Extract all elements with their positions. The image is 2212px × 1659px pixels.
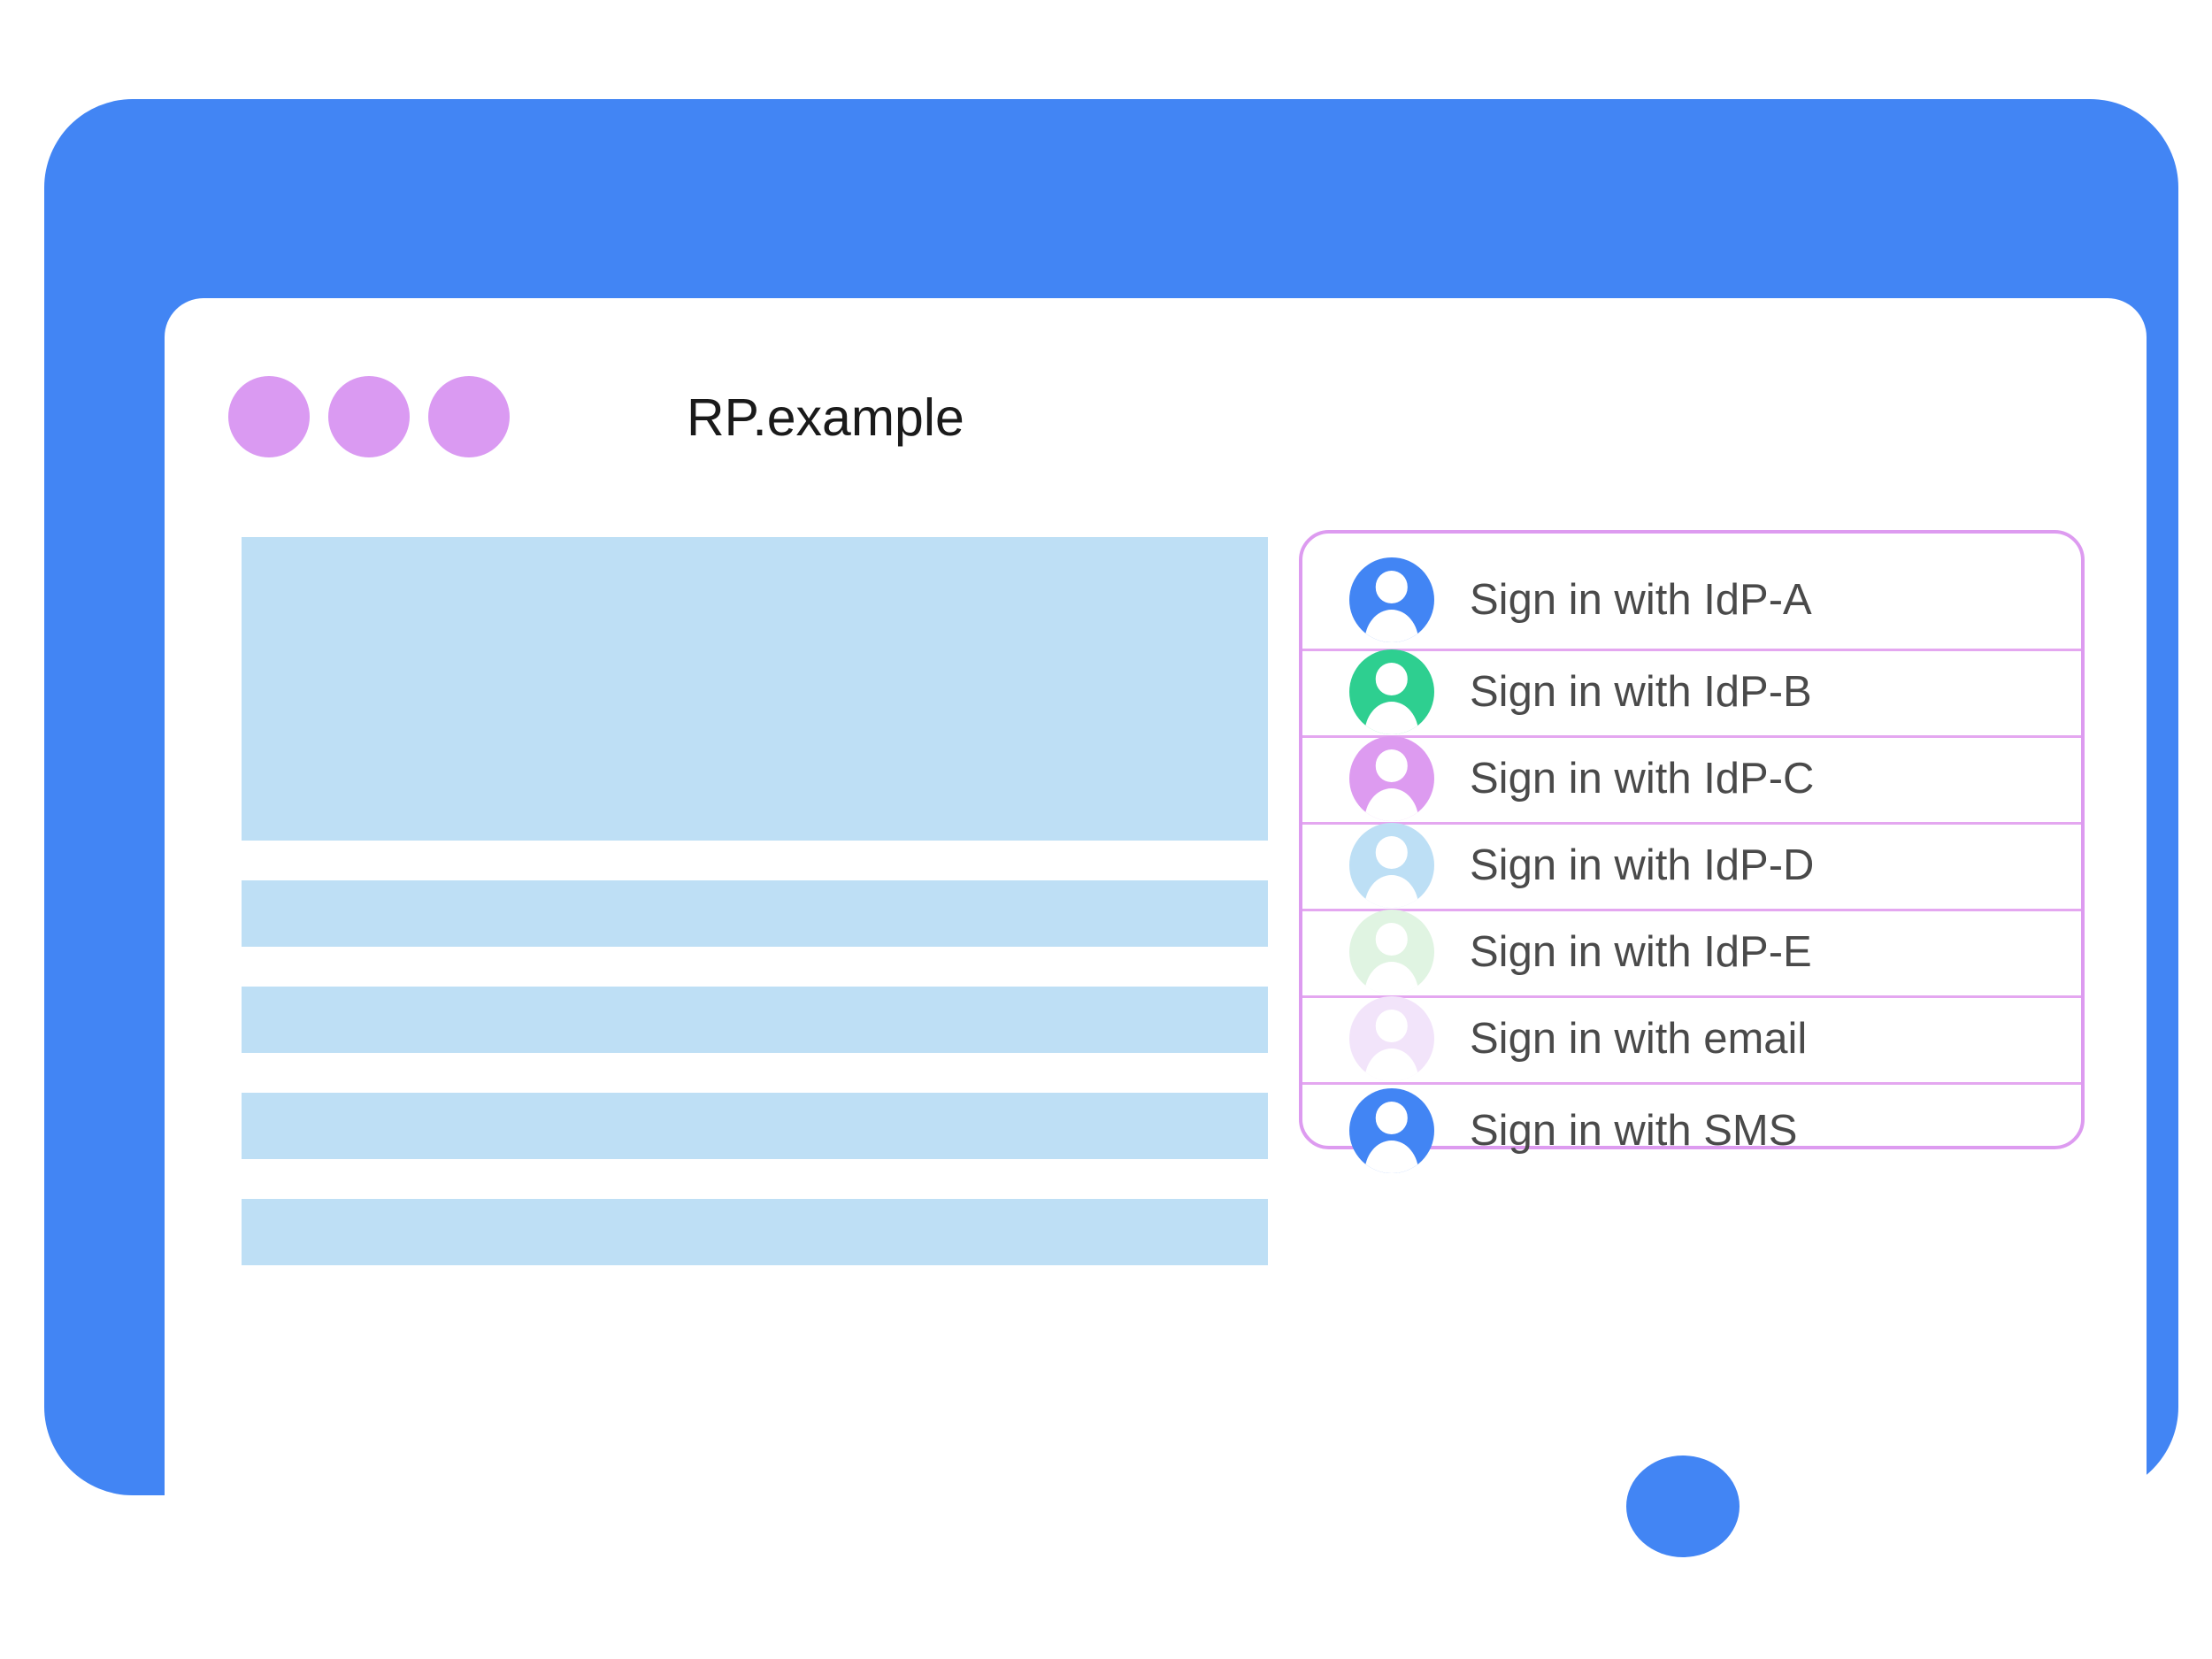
idp-option-email[interactable]: Sign in with email — [1302, 995, 2081, 1082]
page-title: RP.example — [687, 388, 964, 447]
idp-option-label: Sign in with IdP-E — [1470, 927, 1812, 976]
text-line-placeholder-3 — [242, 1093, 1268, 1159]
idp-option-label: Sign in with SMS — [1470, 1106, 1798, 1155]
account-avatar-icon — [1349, 996, 1434, 1081]
frame-bottom-gap-right — [1818, 1446, 1854, 1561]
window-dot-2[interactable] — [328, 376, 410, 457]
text-line-placeholder-2 — [242, 987, 1268, 1053]
hero-placeholder — [242, 537, 1268, 841]
window-dot-1[interactable] — [228, 376, 310, 457]
browser-titlebar: RP.example — [165, 298, 2147, 457]
account-avatar-icon — [1349, 823, 1434, 908]
idp-option-label: Sign in with IdP-A — [1470, 575, 1812, 624]
idp-option-label: Sign in with IdP-C — [1470, 754, 1815, 803]
idp-option-idp-b[interactable]: Sign in with IdP-B — [1302, 649, 2081, 735]
window-dot-3[interactable] — [428, 376, 510, 457]
text-line-placeholder-1 — [242, 880, 1268, 947]
idp-option-idp-e[interactable]: Sign in with IdP-E — [1302, 909, 2081, 995]
account-avatar-icon — [1349, 910, 1434, 995]
device-frame: RP.example Sign in with IdP-A — [44, 99, 2178, 1548]
text-line-placeholder-4 — [242, 1199, 1268, 1265]
idp-option-idp-c[interactable]: Sign in with IdP-C — [1302, 735, 2081, 822]
idp-option-idp-a[interactable]: Sign in with IdP-A — [1302, 551, 2081, 649]
idp-option-idp-d[interactable]: Sign in with IdP-D — [1302, 822, 2081, 909]
idp-option-label: Sign in with IdP-D — [1470, 841, 1815, 889]
browser-window: RP.example Sign in with IdP-A — [165, 298, 2147, 1548]
idp-chooser-panel: Sign in with IdP-A Sign in with IdP-B Si… — [1299, 530, 2085, 1173]
home-button[interactable] — [1626, 1455, 1740, 1557]
idp-option-sms[interactable]: Sign in with SMS — [1302, 1082, 2081, 1179]
idp-option-label: Sign in with email — [1470, 1014, 1808, 1063]
idp-option-label: Sign in with IdP-B — [1470, 667, 1812, 716]
account-avatar-icon — [1349, 649, 1434, 734]
account-avatar-icon — [1349, 736, 1434, 821]
account-avatar-icon — [1349, 557, 1434, 642]
account-avatar-icon — [1349, 1088, 1434, 1173]
page-content-skeleton — [242, 537, 1268, 1265]
